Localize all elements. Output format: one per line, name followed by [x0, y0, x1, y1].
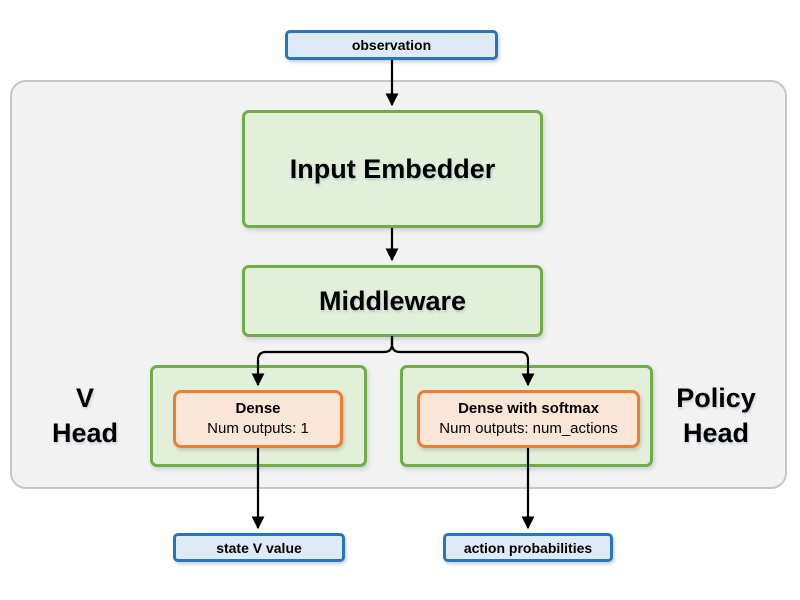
v-head-label-line1: V	[75, 383, 94, 413]
dense-softmax-title: Dense with softmax	[458, 400, 599, 417]
middleware-label: Middleware	[318, 285, 467, 316]
state-v-value-node: state V value	[173, 533, 345, 562]
middleware-node: Middleware	[242, 265, 543, 337]
input-embedder-node: Input Embedder	[242, 110, 543, 228]
v-head-label-line2: Head	[51, 418, 119, 448]
action-probabilities-node: action probabilities	[443, 533, 613, 562]
policy-head-label-line2: Head	[682, 418, 750, 448]
input-embedder-label: Input Embedder	[289, 153, 496, 184]
dense-title: Dense	[235, 400, 281, 417]
action-probabilities-label: action probabilities	[463, 539, 593, 556]
observation-node: observation	[285, 30, 498, 60]
dense-subtitle: Num outputs: 1	[207, 420, 309, 437]
dense-softmax-node: Dense with softmax Num outputs: num_acti…	[417, 390, 640, 448]
dense-softmax-subtitle: Num outputs: num_actions	[439, 420, 618, 437]
v-head-label: V Head	[30, 381, 140, 451]
observation-label: observation	[351, 37, 432, 53]
state-v-value-label: state V value	[216, 539, 302, 556]
policy-head-label: Policy Head	[660, 381, 772, 451]
policy-head-label-line1: Policy	[676, 383, 756, 413]
dense-node: Dense Num outputs: 1	[173, 390, 343, 448]
